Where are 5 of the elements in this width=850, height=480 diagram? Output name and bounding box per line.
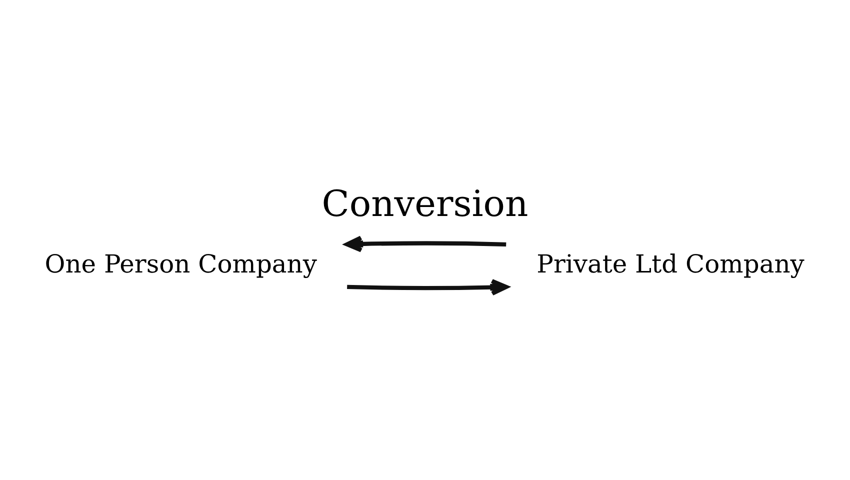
arrow (347, 278, 508, 296)
arrow (345, 235, 506, 252)
diagram-title: Conversion (322, 182, 528, 224)
node-text: Private Ltd Company (536, 248, 804, 278)
node-text: One Person Company (44, 248, 317, 278)
